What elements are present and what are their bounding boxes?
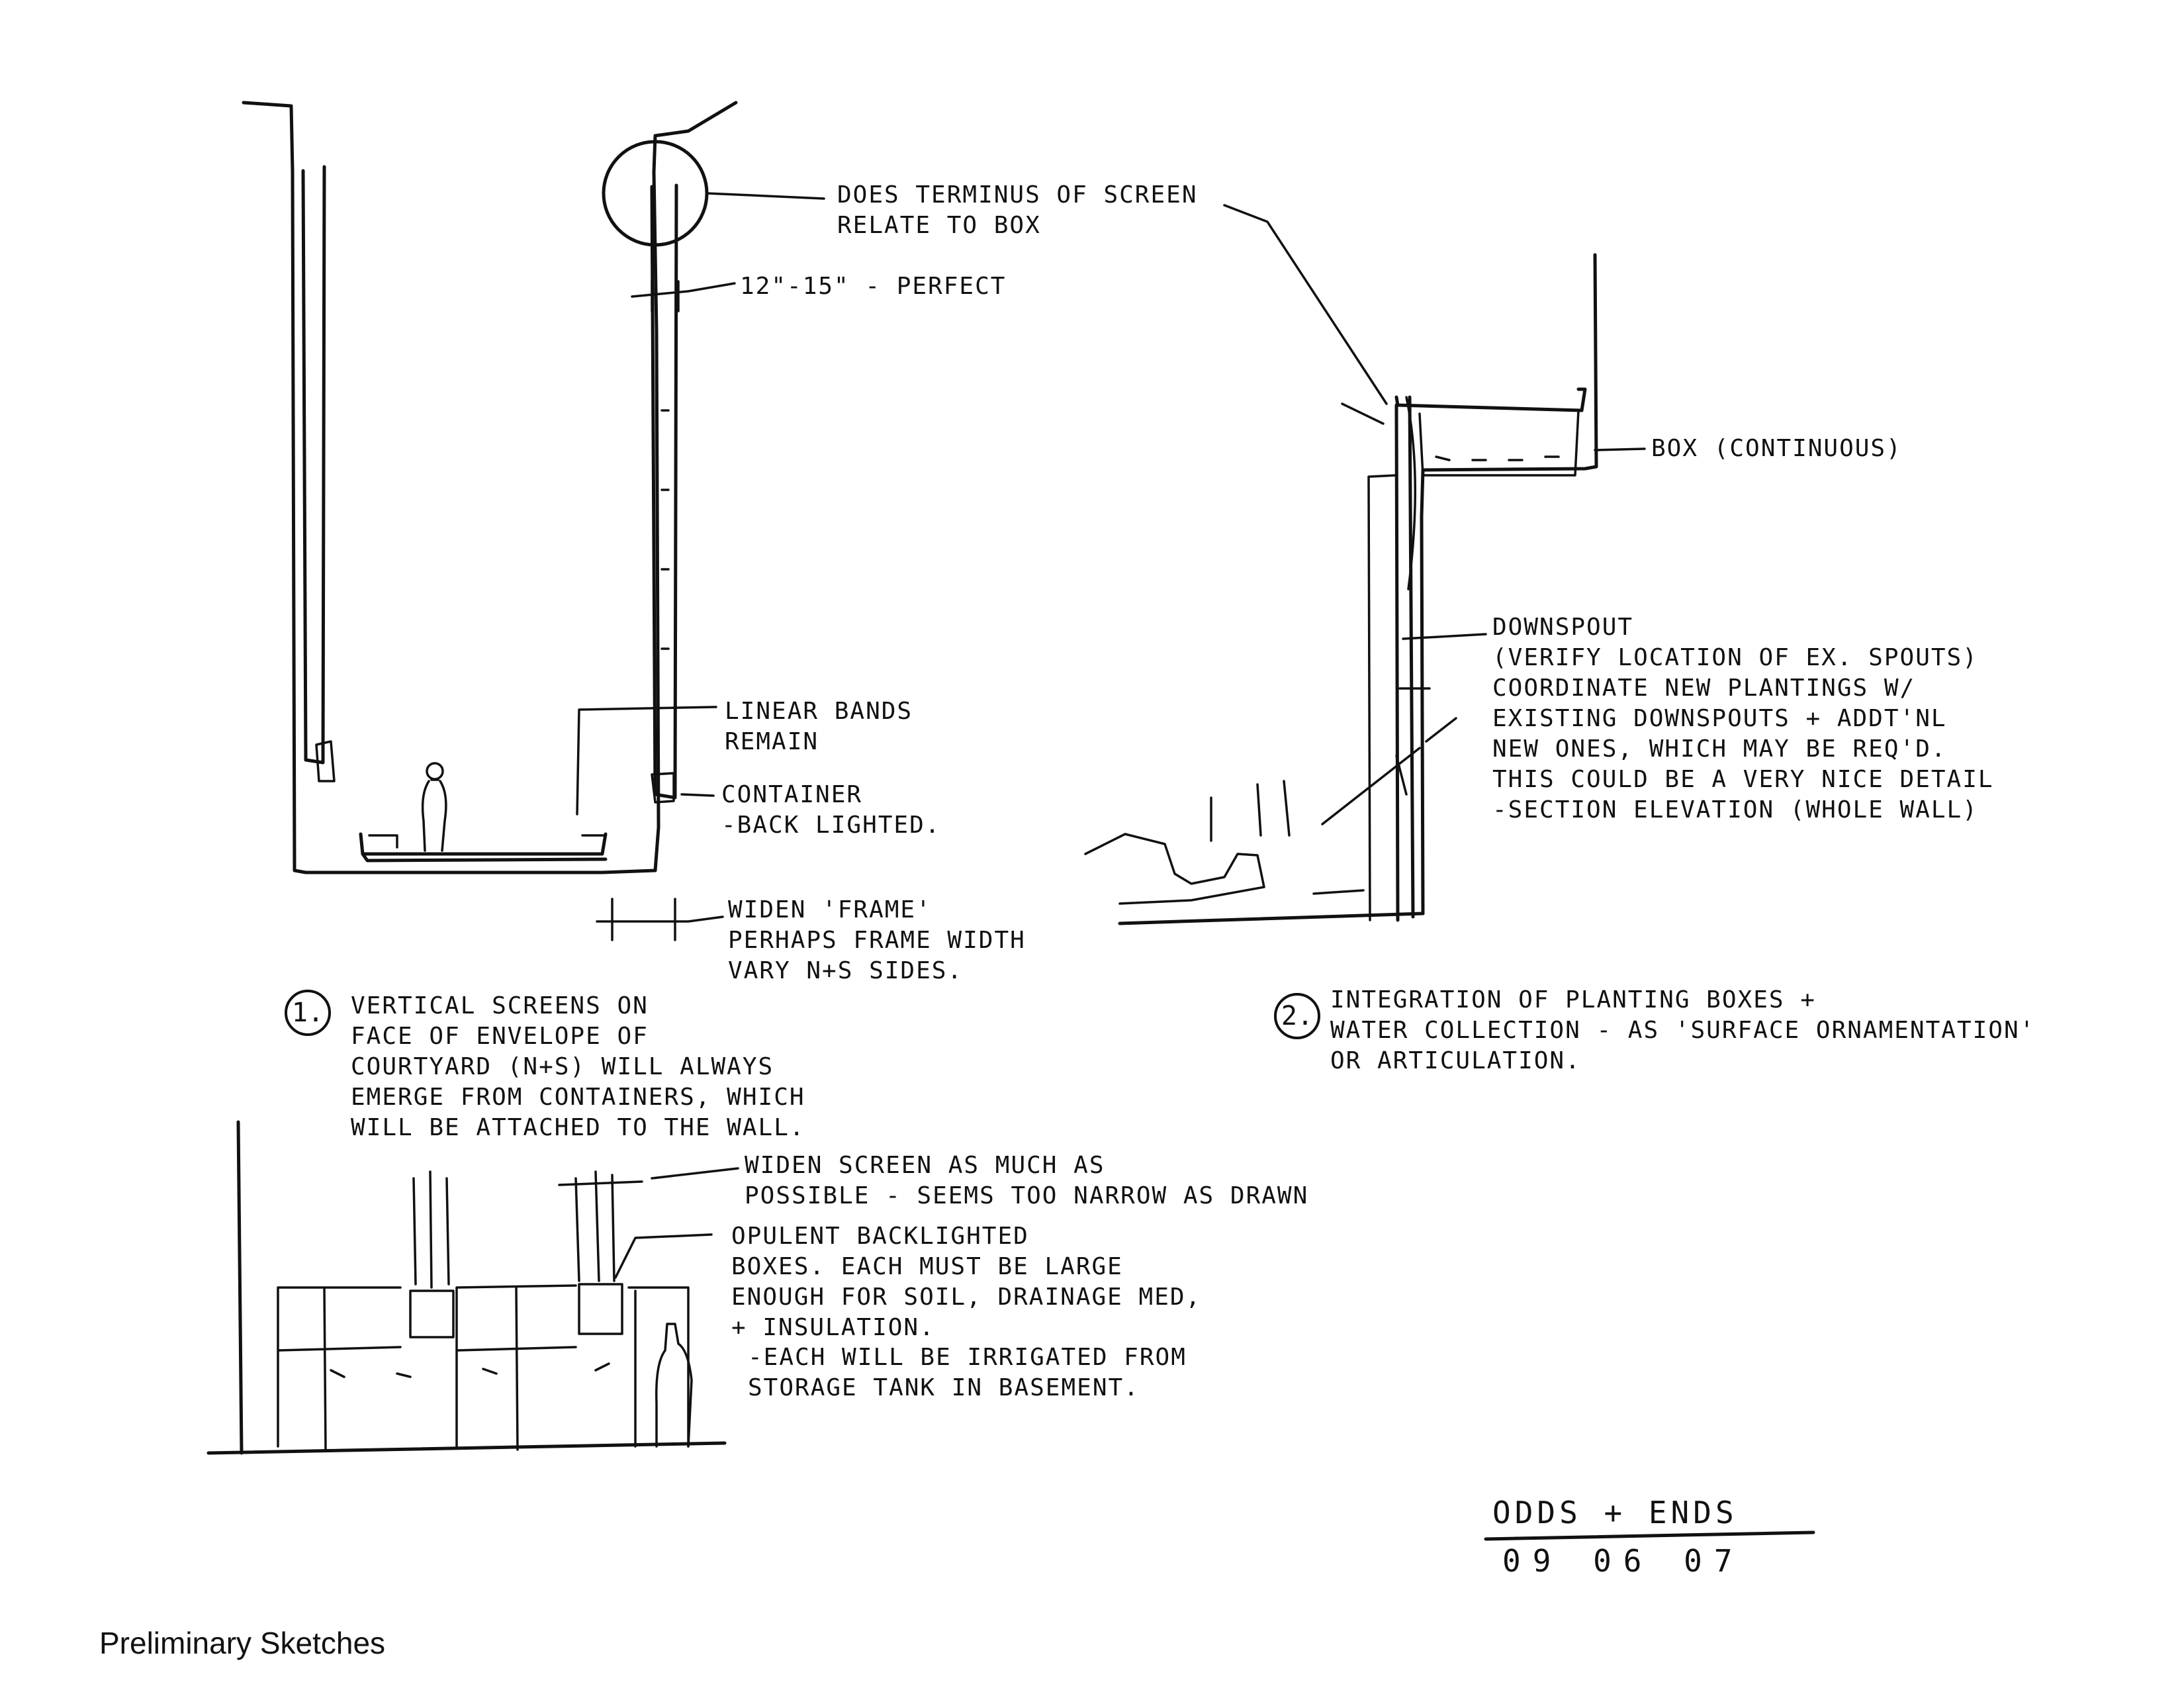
note-screen-terminus: DOES TERMINUS OF SCREEN RELATE TO BOX xyxy=(837,181,1198,239)
sketch3-elevation xyxy=(206,1120,739,1455)
note-screen-width: 12"-15" - PERFECT xyxy=(740,273,1007,300)
note-container: CONTAINER -BACK LIGHTED. xyxy=(721,781,941,839)
page-caption: Preliminary Sketches xyxy=(99,1626,386,1660)
note-linear-bands: LINEAR BANDS REMAIN xyxy=(725,698,913,755)
sketch2-description: INTEGRATION OF PLANTING BOXES + WATER CO… xyxy=(1330,986,2036,1074)
sketch1-courtyard-section xyxy=(242,101,825,941)
note-box-continuous: BOX (CONTINUOUS) xyxy=(1651,435,1902,462)
sheet-date: 09 06 07 xyxy=(1502,1543,1745,1579)
note-backlighted-boxes: OPULENT BACKLIGHTED BOXES. EACH MUST BE … xyxy=(731,1223,1202,1341)
note-irrigation: -EACH WILL BE IRRIGATED FROM STORAGE TAN… xyxy=(748,1344,1187,1401)
title-block xyxy=(1484,1530,1815,1541)
note-downspout: DOWNSPOUT (VERIFY LOCATION OF EX. SPOUTS… xyxy=(1492,614,1994,823)
sketch2-planting-box-section xyxy=(1084,204,1646,925)
sketch1-description: VERTICAL SCREENS ON FACE OF ENVELOPE OF … xyxy=(351,992,805,1141)
sketch1-number: 1. xyxy=(285,990,331,1036)
note-widen-screen: WIDEN SCREEN AS MUCH AS POSSIBLE - SEEMS… xyxy=(745,1152,1309,1209)
note-widen-frame: WIDEN 'FRAME' PERHAPS FRAME WIDTH VARY N… xyxy=(728,896,1026,984)
sketch2-number: 2. xyxy=(1274,993,1320,1039)
sheet-title: ODDS + ENDS xyxy=(1492,1495,1738,1530)
